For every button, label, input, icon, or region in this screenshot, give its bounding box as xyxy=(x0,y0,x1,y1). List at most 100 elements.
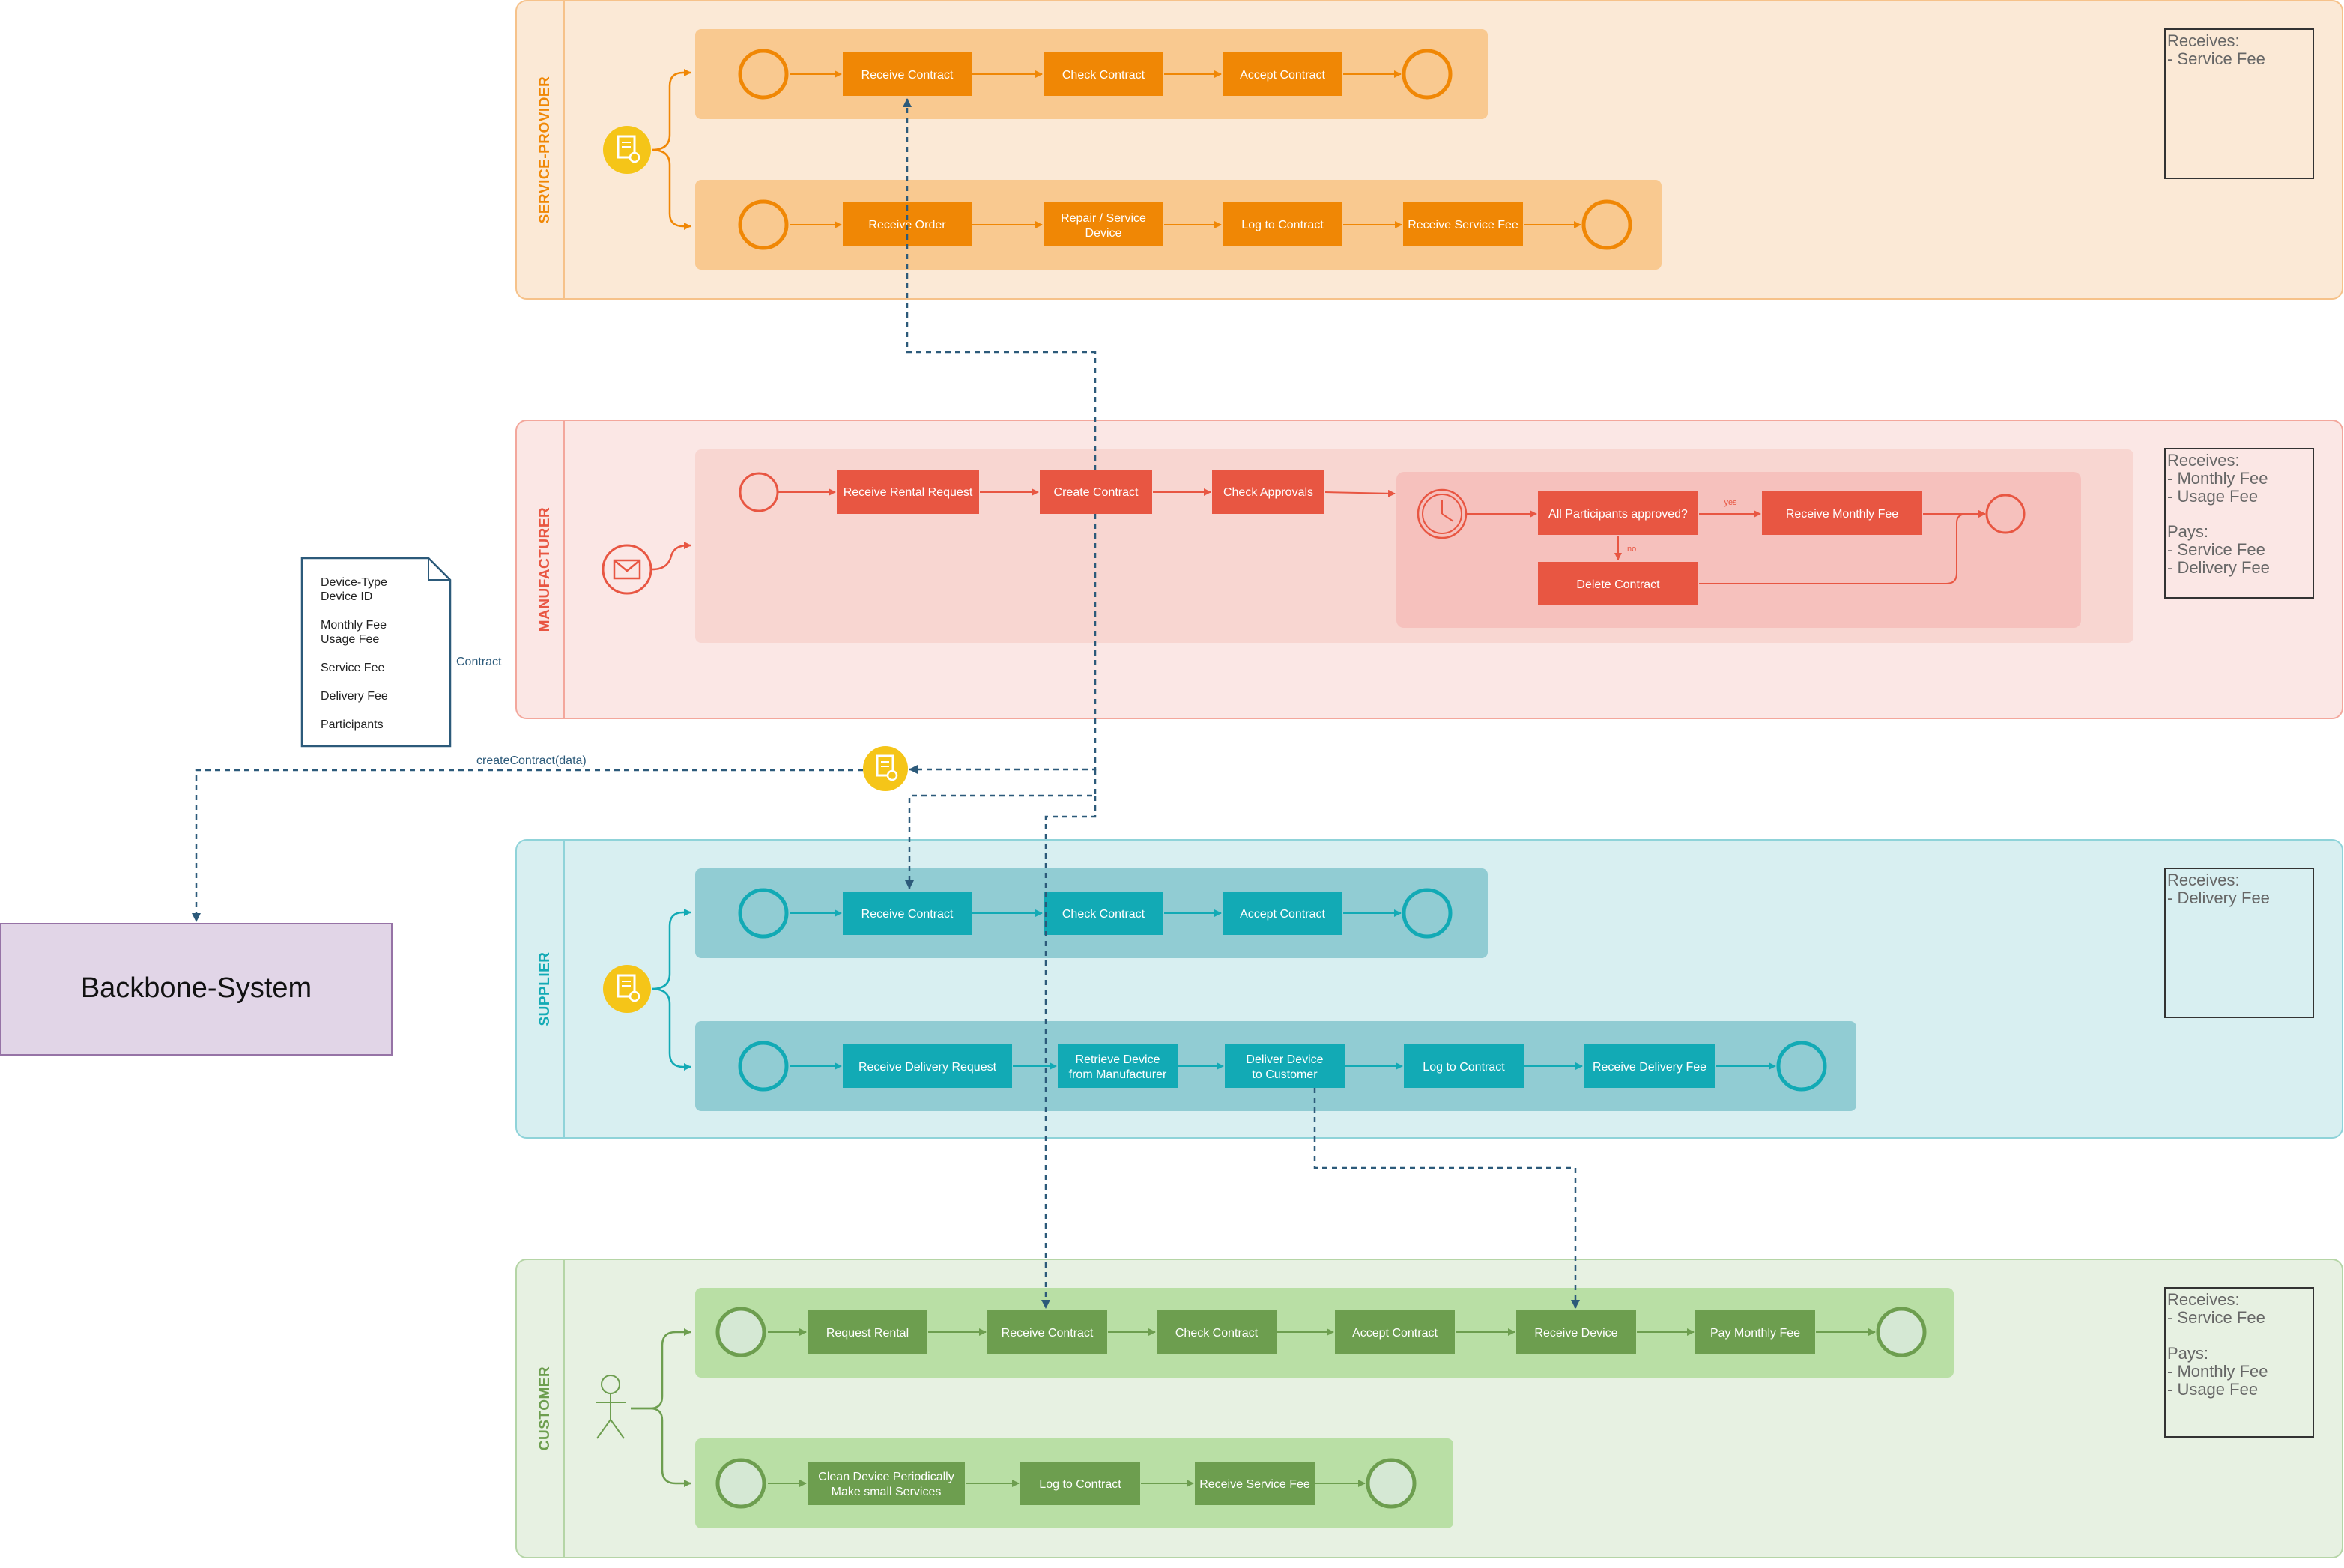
end-event xyxy=(1985,494,2026,534)
note-line: Receives: xyxy=(2167,31,2240,50)
gateway-all-participants-approved[interactable] xyxy=(1538,491,1698,535)
task-receive-delivery-request[interactable] xyxy=(843,1044,1012,1088)
note-customer xyxy=(2164,1287,2314,1438)
yes-label: yes xyxy=(1724,498,1737,507)
end-event xyxy=(1402,49,1453,100)
task-label: Receive Service Fee xyxy=(1199,1478,1310,1491)
note-line: Pays: xyxy=(2167,522,2208,541)
task-log-to-contract[interactable] xyxy=(1020,1462,1140,1505)
task-receive-contract[interactable] xyxy=(843,892,972,935)
task-pay-monthly-fee[interactable] xyxy=(1695,1310,1815,1354)
task-check-contract[interactable] xyxy=(1157,1310,1277,1354)
backbone-system[interactable] xyxy=(0,923,393,1056)
task-log-to-contract[interactable] xyxy=(1404,1044,1524,1088)
note-line: - Service Fee xyxy=(2167,1308,2265,1327)
task-receive-delivery-fee[interactable] xyxy=(1584,1044,1715,1088)
task-clean-device[interactable] xyxy=(808,1462,965,1505)
task-label: Log to Contract xyxy=(1039,1478,1121,1491)
start-event xyxy=(738,888,789,939)
start-event xyxy=(715,1458,766,1509)
actor-icon xyxy=(596,1375,626,1439)
task-label: Receive Delivery Request xyxy=(858,1061,997,1074)
contract-field: Device-Type xyxy=(321,576,387,589)
lane-title-customer: CUSTOMER xyxy=(537,1366,553,1450)
lane-service-provider: SERVICE-PROVIDER Receive Contract Check … xyxy=(515,0,2343,300)
lane-title-service-provider: SERVICE-PROVIDER xyxy=(537,76,553,224)
task-label: Receive Monthly Fee xyxy=(1786,508,1898,521)
note-line: - Monthly Fee xyxy=(2167,469,2268,488)
task-label: Receive Device xyxy=(1534,1327,1617,1340)
task-receive-service-fee[interactable] xyxy=(1403,202,1523,246)
task-label: Make small Services xyxy=(832,1486,942,1498)
task-label: Create Contract xyxy=(1054,486,1139,499)
task-label: Device xyxy=(1085,227,1122,240)
task-receive-service-fee[interactable] xyxy=(1195,1462,1315,1505)
task-label: Receive Contract xyxy=(861,908,954,921)
task-deliver-device[interactable] xyxy=(1225,1044,1345,1088)
task-receive-contract[interactable] xyxy=(987,1310,1107,1354)
task-receive-contract[interactable] xyxy=(843,52,972,96)
note-line: - Monthly Fee xyxy=(2167,1362,2268,1381)
task-receive-rental-request[interactable] xyxy=(837,470,979,514)
note-line: Pays: xyxy=(2167,1344,2208,1363)
task-label: All Participants approved? xyxy=(1548,508,1688,521)
task-label: Receive Rental Request xyxy=(844,486,973,499)
task-label: Clean Device Periodically xyxy=(818,1471,954,1483)
note-line: Receives: xyxy=(2167,871,2240,889)
task-label: Pay Monthly Fee xyxy=(1710,1327,1800,1340)
task-create-contract[interactable] xyxy=(1040,470,1152,514)
task-label: Deliver Device xyxy=(1246,1053,1323,1066)
task-label: to Customer xyxy=(1252,1068,1318,1081)
task-check-approvals[interactable] xyxy=(1212,470,1324,514)
task-accept-contract[interactable] xyxy=(1223,52,1342,96)
start-event xyxy=(738,1041,789,1092)
task-label: Log to Contract xyxy=(1423,1061,1505,1074)
clock-icon xyxy=(1417,488,1468,539)
contract-document[interactable]: Device-Type Device ID Monthly Fee Usage … xyxy=(300,557,452,748)
create-contract-message-label: createContract(data) xyxy=(476,754,587,767)
task-label: Request Rental xyxy=(826,1327,909,1340)
task-label: Check Approvals xyxy=(1223,486,1313,499)
task-check-contract[interactable] xyxy=(1044,892,1163,935)
lane-manufacturer: MANUFACTURER Receive Rental Request Crea… xyxy=(515,420,2343,719)
note-line: - Delivery Fee xyxy=(2167,558,2270,577)
task-label: Receive Service Fee xyxy=(1408,219,1518,231)
task-label: Receive Delivery Fee xyxy=(1593,1061,1706,1074)
task-label: from Manufacturer xyxy=(1069,1068,1167,1081)
certificate-icon xyxy=(863,746,908,791)
note-line: - Usage Fee xyxy=(2167,487,2258,506)
contract-field: Monthly Fee xyxy=(321,619,387,632)
task-receive-device[interactable] xyxy=(1516,1310,1636,1354)
note-line: Receives: xyxy=(2167,451,2240,470)
note-line: Receives: xyxy=(2167,1290,2240,1309)
task-label: Accept Contract xyxy=(1352,1327,1438,1340)
task-retrieve-device[interactable] xyxy=(1058,1044,1178,1088)
task-accept-contract[interactable] xyxy=(1335,1310,1455,1354)
end-event xyxy=(1776,1041,1827,1092)
note-supplier xyxy=(2164,868,2314,1018)
backbone-system-label: Backbone-System xyxy=(81,972,312,1004)
contract-field: Service Fee xyxy=(321,662,384,674)
no-label: no xyxy=(1627,545,1636,554)
task-request-rental[interactable] xyxy=(808,1310,927,1354)
task-delete-contract[interactable] xyxy=(1538,562,1698,605)
note-service-provider xyxy=(2164,28,2314,179)
lane-supplier: SUPPLIER Receive Contract Check Contract… xyxy=(515,839,2343,1139)
start-event xyxy=(738,199,789,250)
task-log-to-contract[interactable] xyxy=(1223,202,1342,246)
task-receive-monthly-fee[interactable] xyxy=(1762,491,1922,535)
task-accept-contract[interactable] xyxy=(1223,892,1342,935)
certificate-icon xyxy=(603,965,651,1013)
message-flows xyxy=(192,98,1580,1309)
lane-title-supplier: SUPPLIER xyxy=(537,951,553,1026)
task-label: Delete Contract xyxy=(1576,578,1660,591)
task-check-contract[interactable] xyxy=(1044,52,1163,96)
task-label: Accept Contract xyxy=(1240,69,1325,82)
task-label: Retrieve Device xyxy=(1076,1053,1160,1066)
task-repair-service-device[interactable] xyxy=(1044,202,1163,246)
contract-field: Participants xyxy=(321,718,384,731)
certificate-icon xyxy=(603,126,651,174)
lane-customer: CUSTOMER Request Rental Receive Contract… xyxy=(515,1259,2343,1558)
task-label: Accept Contract xyxy=(1240,908,1325,921)
task-label: Repair / Service xyxy=(1061,212,1146,225)
